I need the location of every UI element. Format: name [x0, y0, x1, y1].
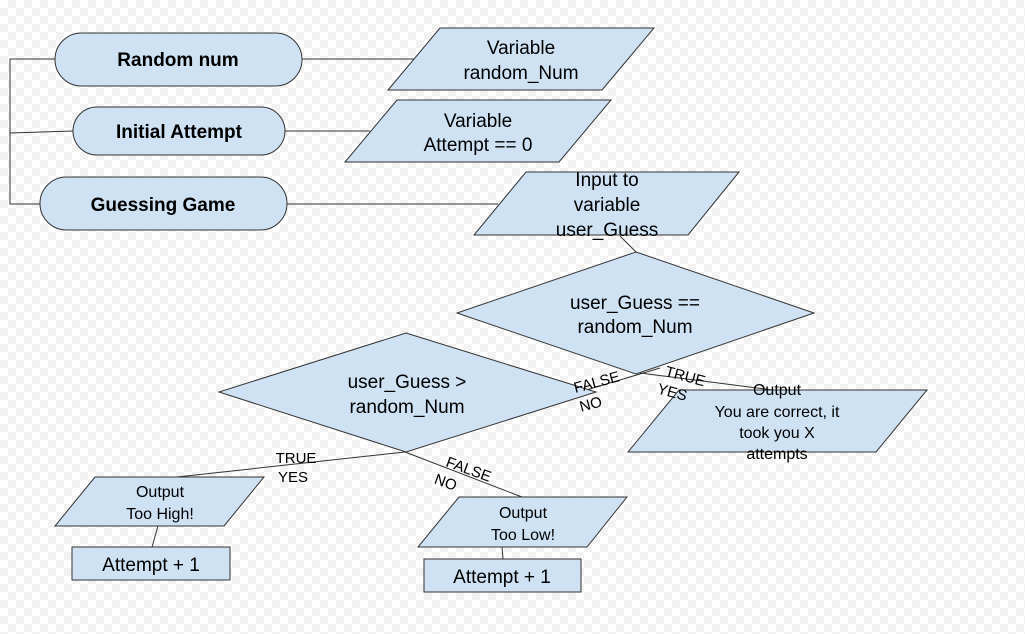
io-input-user-guess-line3: user_Guess: [556, 220, 658, 241]
greater-true-connector: [176, 451, 406, 478]
branch-label-equal-false-line1: FALSE: [572, 368, 622, 397]
decision-greater-shape: [217, 332, 598, 453]
process-attempt-plus-one-low[interactable]: Attempt + 1: [423, 558, 582, 593]
io-output-too-low-line2: Too Low!: [491, 527, 555, 544]
io-output-too-high[interactable]: Output Too High!: [53, 476, 266, 527]
io-output-correct-line4: attempts: [746, 446, 807, 463]
terminator-guessing-game[interactable]: Guessing Game: [39, 176, 288, 231]
terminator-random-num[interactable]: Random num: [54, 32, 303, 87]
io-output-correct-line3: took you X: [739, 425, 815, 442]
process-attempt-plus-one-high[interactable]: Attempt + 1: [71, 546, 231, 581]
input-to-equal-decision-connector: [619, 235, 637, 253]
io-output-too-high-line2: Too High!: [126, 506, 194, 523]
terminator-random-num-label: Random num: [117, 50, 238, 71]
bracket-left-connector: [9, 58, 55, 205]
too-high-to-attempt-connector: [151, 525, 159, 548]
decision-equal-line2: random_Num: [577, 317, 692, 338]
branch-label-greater-false-line2: NO: [432, 471, 459, 495]
branch-label-greater-true-line1: TRUE: [276, 450, 317, 467]
io-output-correct[interactable]: Output You are correct, it took you X at…: [626, 382, 929, 463]
terminator-guessing-game-shape: [39, 176, 288, 231]
terminator-initial-attempt[interactable]: Initial Attempt: [72, 106, 286, 156]
terminator-initial-attempt-shape: [72, 106, 286, 156]
branch-label-greater-false: FALSE NO: [432, 454, 493, 495]
decision-greater-line1: user_Guess >: [348, 372, 467, 393]
io-output-too-low-line1: Output: [499, 505, 548, 522]
io-output-too-low[interactable]: Output Too Low!: [416, 496, 629, 548]
io-variable-attempt[interactable]: Variable Attempt == 0: [343, 99, 613, 163]
process-attempt-plus-one-high-label: Attempt + 1: [102, 555, 200, 576]
io-variable-attempt-line2: Attempt == 0: [424, 135, 533, 156]
decision-greater[interactable]: user_Guess > random_Num: [217, 332, 598, 453]
equal-true-connector: [639, 372, 774, 391]
decision-equal-shape: [455, 251, 816, 375]
bracket-to-initial-connector: [9, 130, 74, 134]
process-attempt-plus-one-low-label: Attempt + 1: [453, 567, 551, 588]
too-low-to-attempt-connector: [501, 546, 504, 560]
terminator-initial-attempt-label: Initial Attempt: [116, 122, 243, 143]
io-input-user-guess[interactable]: Input to variable user_Guess: [472, 170, 741, 241]
io-variable-attempt-line1: Variable: [444, 111, 512, 132]
terminator-random-num-shape: [54, 32, 303, 87]
branch-label-equal-false-line2: NO: [578, 394, 604, 416]
process-attempt-plus-one-high-shape: [71, 546, 231, 581]
io-variable-random-num-line1: Variable: [487, 38, 555, 59]
decision-equal-line1: user_Guess ==: [570, 293, 700, 314]
process-attempt-plus-one-low-shape: [423, 558, 582, 593]
io-input-user-guess-line2: variable: [574, 195, 641, 216]
io-variable-random-num-shape: [386, 27, 656, 91]
io-output-correct-line1: Output: [753, 382, 802, 399]
branch-label-greater-true-line2: YES: [278, 469, 308, 486]
io-output-too-high-shape: [53, 476, 266, 527]
io-input-user-guess-shape: [472, 171, 741, 236]
io-variable-random-num-line2: random_Num: [463, 63, 578, 84]
io-output-correct-shape: [626, 389, 929, 453]
connectors: [9, 58, 774, 560]
branch-label-greater-true: TRUE YES: [276, 450, 317, 486]
io-output-correct-line2: You are correct, it: [715, 404, 840, 421]
greater-false-connector: [404, 451, 523, 498]
io-variable-attempt-shape: [343, 99, 613, 163]
io-output-too-low-shape: [416, 496, 629, 548]
io-output-too-high-line1: Output: [136, 484, 185, 501]
decision-greater-line2: random_Num: [349, 397, 464, 418]
equal-false-connector: [582, 367, 661, 392]
terminator-guessing-game-label: Guessing Game: [91, 195, 236, 216]
io-variable-random-num[interactable]: Variable random_Num: [386, 27, 656, 91]
decision-equal[interactable]: user_Guess == random_Num: [455, 251, 816, 375]
io-input-user-guess-line1: Input to: [575, 170, 638, 191]
